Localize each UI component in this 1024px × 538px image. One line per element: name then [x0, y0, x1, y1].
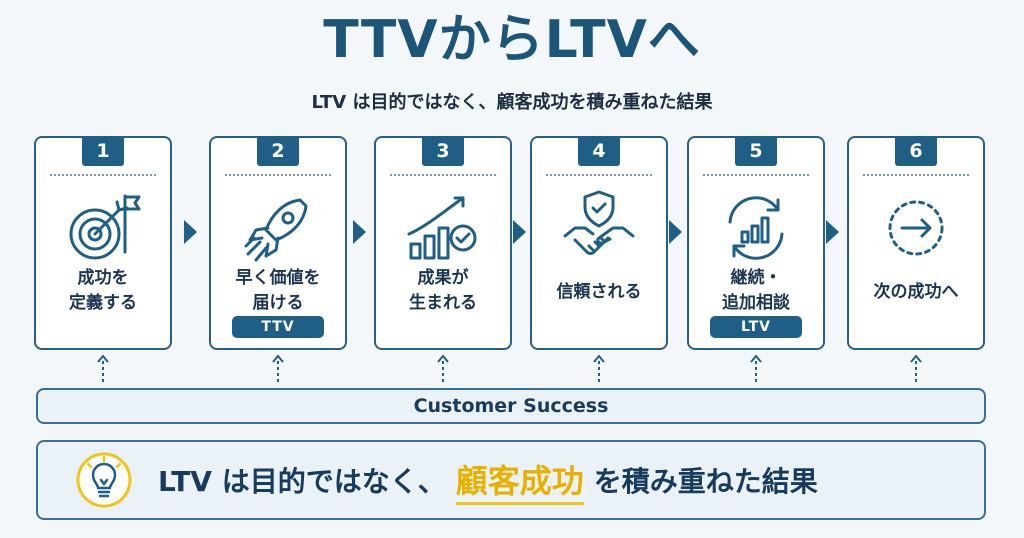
- step-card-2: 2 早く価値を 届ける TTV: [209, 136, 347, 350]
- divider: [50, 174, 156, 176]
- ttv-badge: TTV: [232, 316, 324, 338]
- step-number: 5: [735, 136, 777, 166]
- step-card-6: 6 次の成功へ: [847, 136, 985, 350]
- step-label: 次の成功へ: [873, 282, 959, 302]
- step-number: 1: [82, 136, 124, 166]
- support-arrow-4: [593, 354, 605, 382]
- step-card-5: 5 継続・ 追加相談 LTV: [687, 136, 825, 350]
- conclusion-panel: LTV は目的ではなく、顧客成功を積み重ねた結果: [36, 440, 986, 520]
- conclusion-highlight: 顧客成功: [455, 460, 584, 505]
- divider: [703, 174, 809, 176]
- rocket-icon: [244, 198, 308, 262]
- handshake-shield-icon: [563, 190, 635, 255]
- flow-arrow-3: [513, 220, 526, 244]
- conclusion-text: LTV は目的ではなく、顧客成功を積み重ねた結果: [158, 456, 818, 506]
- step-card-4: 4 信頼される: [530, 136, 668, 350]
- step-card-1: 1 成功を 定義する: [34, 136, 172, 350]
- step-number: 6: [895, 136, 937, 166]
- main-title: TTVからLTVへ: [323, 10, 701, 70]
- lightbulb-icon: [76, 452, 132, 508]
- subtitle: LTV は目的ではなく、顧客成功を積み重ねた結果: [311, 92, 713, 113]
- step-label: 継続・ 追加相談: [722, 268, 790, 313]
- target-flag-icon: [69, 194, 141, 260]
- divider: [225, 174, 331, 176]
- support-arrow-3: [437, 354, 449, 382]
- conclusion-prefix: LTV は目的ではなく、: [158, 465, 446, 498]
- ltv-badge: LTV: [710, 316, 802, 338]
- support-arrow-6: [910, 354, 922, 382]
- step-number: 3: [422, 136, 464, 166]
- divider: [546, 174, 652, 176]
- step-label: 成功を 定義する: [69, 268, 137, 313]
- flow-arrow-2: [353, 220, 366, 244]
- step-label: 早く価値を 届ける: [235, 268, 321, 313]
- divider: [390, 174, 496, 176]
- step-number: 2: [257, 136, 299, 166]
- flow-arrow-4: [669, 220, 682, 244]
- divider: [863, 174, 969, 176]
- step-card-3: 3 成果が 生まれる: [374, 136, 512, 350]
- step-label: 信頼される: [556, 282, 642, 302]
- flow-arrow-5: [826, 220, 839, 244]
- flow-arrow-1: [184, 220, 197, 244]
- step-label: 成果が 生まれる: [409, 268, 477, 313]
- support-arrow-1: [97, 354, 109, 382]
- growth-chart-check-icon: [407, 196, 477, 260]
- support-arrow-2: [272, 354, 284, 382]
- cycle-chart-icon: [728, 196, 784, 260]
- support-arrow-5: [750, 354, 762, 382]
- conclusion-suffix: を積み重ねた結果: [593, 465, 818, 498]
- next-arrow-circle-icon: [888, 200, 944, 256]
- step-number: 4: [578, 136, 620, 166]
- customer-success-bar: Customer Success: [36, 388, 986, 424]
